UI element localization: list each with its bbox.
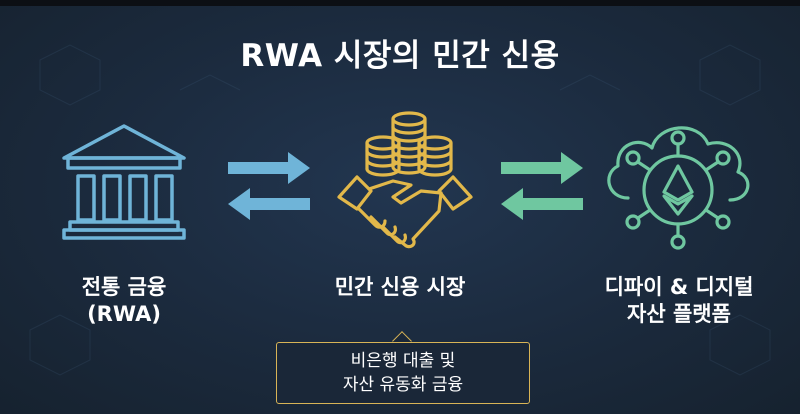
arrow-left-icon <box>501 188 583 220</box>
bank-icon <box>62 124 186 240</box>
arrow-right-icon <box>228 152 310 184</box>
node-label-line: 전통 금융 <box>81 275 167 299</box>
right-exchange-arrows <box>501 152 583 220</box>
diagram-title: RWA 시장의 민간 신용 <box>240 38 560 74</box>
node-label-defi-platform: 디파이 & 디지털 자산 플랫폼 <box>572 274 786 328</box>
arrow-right-icon <box>501 152 583 184</box>
left-exchange-arrows <box>228 152 310 220</box>
cloud-ethereum-icon <box>607 126 750 250</box>
callout-line: 비은행 대출 및 <box>350 351 456 371</box>
handshake-coins-icon <box>337 111 473 249</box>
node-label-line: (RWA) <box>87 302 161 326</box>
callout-line: 자산 유동화 금융 <box>342 375 464 395</box>
node-label-line: 디파이 & 디지털 <box>604 275 754 299</box>
node-label-line: 자산 플랫폼 <box>627 302 731 326</box>
node-label-traditional-finance: 전통 금융 (RWA) <box>34 274 214 328</box>
callout-box: 비은행 대출 및 자산 유동화 금융 <box>276 342 530 404</box>
node-label-private-credit: 민간 신용 시장 <box>300 274 500 301</box>
arrow-left-icon <box>228 188 310 220</box>
node-label-line: 민간 신용 시장 <box>334 275 466 299</box>
top-bar <box>0 0 800 6</box>
